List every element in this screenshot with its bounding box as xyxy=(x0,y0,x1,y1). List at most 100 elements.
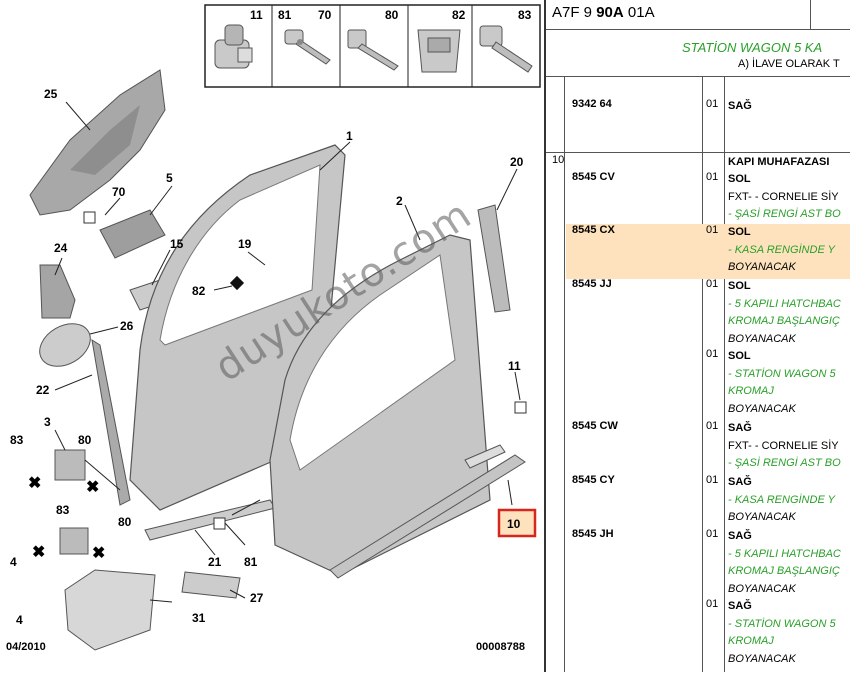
callout-2: 2 xyxy=(396,194,403,208)
access-cover xyxy=(39,323,91,367)
row-ref: 8545 JH xyxy=(572,528,614,540)
callout-20: 20 xyxy=(510,155,524,169)
svg-text:✖: ✖ xyxy=(92,545,105,562)
svg-text:✖: ✖ xyxy=(28,475,41,492)
callout-22: 22 xyxy=(36,383,50,397)
callout-31: 31 xyxy=(192,611,206,625)
callout-15: 15 xyxy=(170,237,184,251)
clip-icon xyxy=(214,24,253,69)
callout-11: 11 xyxy=(508,359,521,373)
callout-82: 82 xyxy=(192,284,206,298)
bolt-icon xyxy=(479,25,533,73)
table-row[interactable]: 10 KAPI MUHAFAZASI xyxy=(546,154,850,174)
row-n: 01 xyxy=(706,474,719,486)
row-n: 01 xyxy=(706,528,719,540)
door-hinge-lower xyxy=(59,527,89,555)
row-qty: 10 xyxy=(552,154,565,166)
screw-icon xyxy=(347,29,399,71)
row-ref: 8545 CY xyxy=(572,474,615,486)
icon-label-80: 80 xyxy=(385,8,399,22)
sill-cap xyxy=(181,571,241,599)
fastener-icon-strip: 11 81 70 80 82 83 xyxy=(204,4,541,88)
callout-19: 19 xyxy=(238,237,252,251)
marker-70 xyxy=(83,211,96,224)
row-ref: 8545 CV xyxy=(572,171,615,183)
row-n: 01 xyxy=(706,224,719,236)
row-description: SAĞ xyxy=(728,100,752,112)
callout-27: 27 xyxy=(250,591,264,605)
parts-table: A7F 9 90A 01A STATİON WAGON 5 KA A) İLAV… xyxy=(544,0,850,672)
rivet-icon xyxy=(284,29,331,65)
b-pillar-trim xyxy=(477,204,511,313)
callout-80b: 80 xyxy=(118,515,132,529)
section-subtitle: A) İLAVE OLARAK T xyxy=(738,58,840,70)
icon-label-11: 11 xyxy=(250,8,263,22)
row-ref: 8545 JJ xyxy=(572,278,612,290)
row-n: 01 xyxy=(706,348,719,360)
door-molding xyxy=(329,454,526,579)
callout-83b: 83 xyxy=(56,503,70,517)
front-door-right xyxy=(269,234,491,576)
footer-ref: 00008788 xyxy=(476,641,525,653)
callout-25: 25 xyxy=(44,87,58,101)
callout-3: 3 xyxy=(44,415,51,429)
callout-4a: 4 xyxy=(10,555,17,569)
door-hinge-upper xyxy=(54,449,86,481)
row-ref: 8545 CW xyxy=(572,420,618,432)
footer-date: 04/2010 xyxy=(6,641,46,653)
reinforcement-bracket xyxy=(29,69,166,216)
icon-label-82: 82 xyxy=(452,8,466,22)
row-n: 01 xyxy=(706,171,719,183)
fastener-kit-box xyxy=(64,569,156,651)
callout-81: 81 xyxy=(244,555,258,569)
icon-label-81: 81 xyxy=(278,8,292,22)
section-title: STATİON WAGON 5 KA xyxy=(682,40,823,55)
row-n: 01 xyxy=(706,278,719,290)
svg-text:✖: ✖ xyxy=(86,479,99,496)
callout-1: 1 xyxy=(346,129,353,143)
callout-80a: 80 xyxy=(78,433,92,447)
row-description: KAPI MUHAFAZASI xyxy=(728,156,830,168)
check-strap xyxy=(39,264,76,319)
row-n: 01 xyxy=(706,420,719,432)
icon-label-70: 70 xyxy=(318,8,332,22)
nut-icon xyxy=(417,29,461,73)
callout-4b: 4 xyxy=(16,613,23,627)
model-code: A7F 9 90A 01A xyxy=(552,4,655,21)
hinge-plate xyxy=(99,209,166,259)
callout-26: 26 xyxy=(120,319,134,333)
row-ref: 9342 64 xyxy=(572,98,612,110)
callout-21: 21 xyxy=(208,555,222,569)
leader-lines xyxy=(54,101,521,603)
marker-82 xyxy=(229,275,245,291)
svg-text:✖: ✖ xyxy=(32,544,45,561)
callout-83a: 83 xyxy=(10,433,24,447)
row-ref: 8545 CX xyxy=(572,224,615,236)
row-n: 01 xyxy=(706,598,719,610)
callout-labels: 25 70 5 24 15 19 82 26 22 3 83 80 83 80 … xyxy=(10,87,537,627)
parts-diagram: 11 81 70 80 82 83 xyxy=(6,4,541,653)
weatherstrip xyxy=(91,338,131,506)
marker-81 xyxy=(213,517,226,530)
callout-24: 24 xyxy=(54,241,68,255)
callout-10-highlighted: 10 xyxy=(507,517,521,531)
exploded-view-drawing: 11 81 70 80 82 83 xyxy=(6,4,541,653)
marker-11 xyxy=(514,401,527,414)
highlight-box xyxy=(497,508,537,538)
